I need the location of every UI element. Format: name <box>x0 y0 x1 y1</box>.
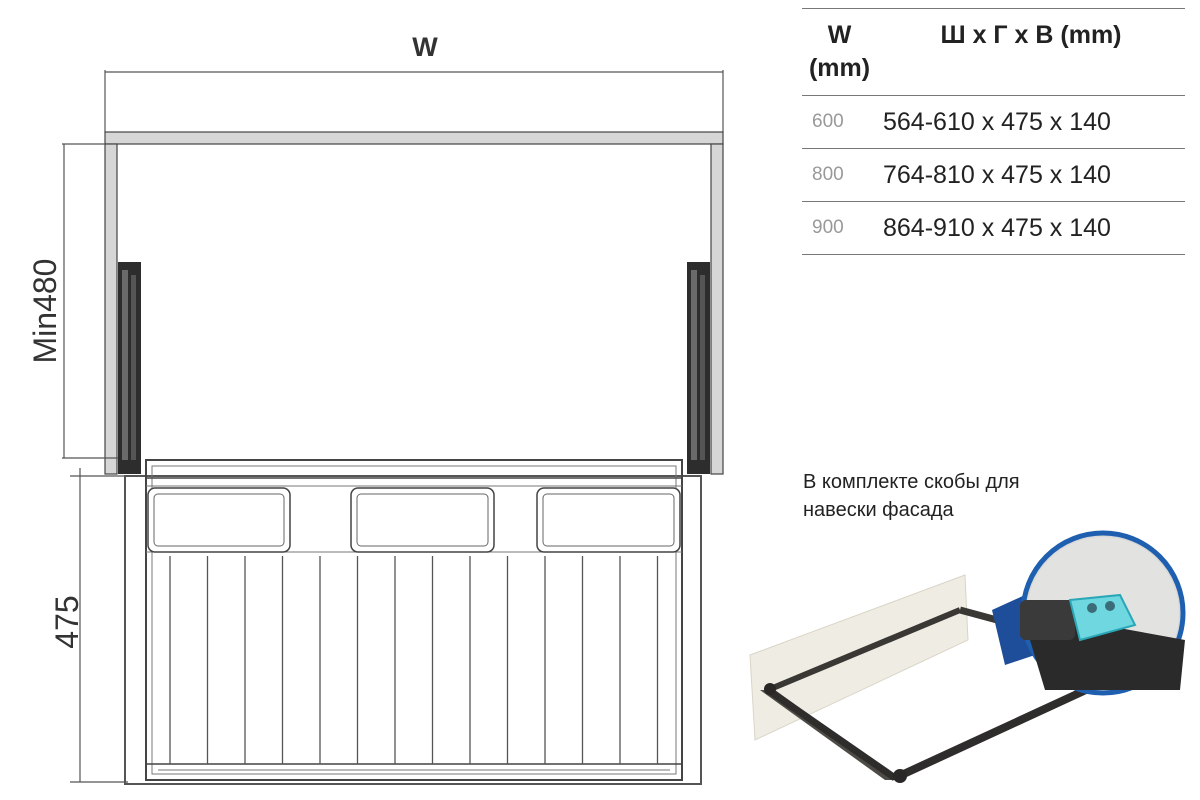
kit-note-line2: навески фасада <box>803 499 954 521</box>
cabinet-walls <box>104 143 724 475</box>
header-dimensions: Ш х Г х В (mm) <box>940 21 1122 49</box>
right-runner <box>687 262 710 474</box>
header-width-line2: (mm) <box>808 54 871 82</box>
depth-label: 475 <box>49 595 85 648</box>
drawer-basket <box>124 459 702 785</box>
spec-table: W (mm) Ш х Г х В (mm) 600 564-610 x 475 … <box>802 8 1185 255</box>
row-width: 900 <box>802 201 877 255</box>
width-label: W <box>412 32 438 62</box>
height-label: Min480 <box>27 259 63 364</box>
table-row: 600 564-610 x 475 x 140 <box>802 95 1185 149</box>
row-dimensions: 864-910 x 475 x 140 <box>877 201 1185 255</box>
table-row: 900 864-910 x 475 x 140 <box>802 201 1185 255</box>
row-width: 600 <box>802 95 877 149</box>
kit-note-line1: В комплекте скобы для <box>803 471 1020 493</box>
spec-table-header: W (mm) Ш х Г х В (mm) <box>802 8 1185 96</box>
depth-dimension: 475 <box>49 468 140 783</box>
row-width: 800 <box>802 148 877 202</box>
height-dimension: Min480 <box>27 143 118 459</box>
header-width-line1: W <box>827 21 852 49</box>
row-dimensions: 764-810 x 475 x 140 <box>877 148 1185 202</box>
table-row: 800 764-810 x 475 x 140 <box>802 148 1185 202</box>
fascia-bracket-illustration <box>749 530 1186 783</box>
kit-note: В комплекте скобы для навески фасада <box>803 468 1123 524</box>
cabinet-top <box>104 131 724 145</box>
row-dimensions: 564-610 x 475 x 140 <box>877 95 1185 149</box>
header-width: W (mm) <box>802 9 877 96</box>
width-dimension: W <box>104 32 724 132</box>
left-runner <box>118 262 141 474</box>
